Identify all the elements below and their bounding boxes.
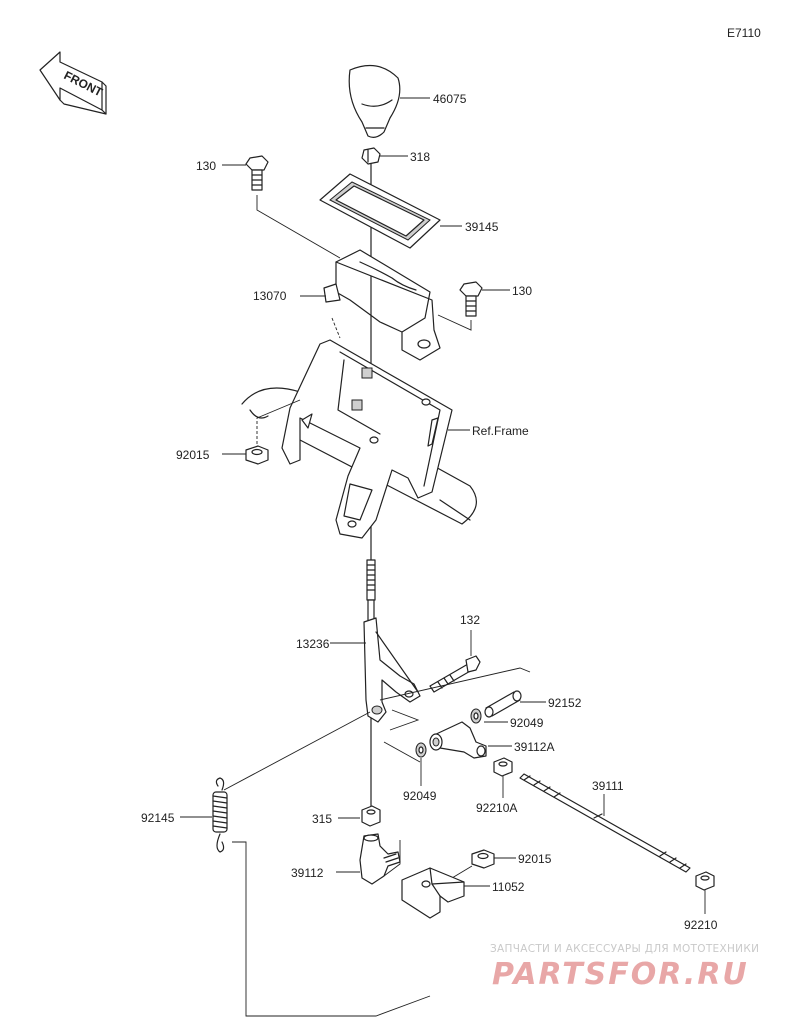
label-92152: 92152 (548, 696, 582, 710)
nut-92210A (493, 757, 513, 798)
label-39111: 39111 (592, 779, 624, 793)
mounting-bracket (281, 339, 470, 539)
rod-end-39112A (429, 721, 512, 759)
ball-joint-39112 (336, 833, 401, 885)
label-92049-right: 92049 (510, 716, 544, 730)
label-92145: 92145 (141, 811, 175, 825)
shift-lever (330, 617, 421, 723)
label-39112A: 39112A (514, 740, 554, 754)
diagram-code: E7110 (727, 26, 761, 40)
shift-console (300, 249, 441, 361)
shift-knob (348, 64, 430, 138)
label-13236: 13236 (296, 637, 330, 651)
label-130-left: 130 (196, 159, 216, 173)
collar-92152 (484, 690, 546, 718)
nut-315 (338, 805, 381, 827)
nut-92015-bottom (441, 849, 516, 885)
assembly-guide-lines (379, 667, 531, 763)
washer-92049-right (470, 708, 508, 724)
front-arrow-icon: FRONT (39, 51, 107, 115)
label-11052: 11052 (492, 880, 525, 894)
label-39145: 39145 (465, 220, 499, 234)
nut-318 (361, 147, 408, 165)
label-92210A: 92210A (476, 801, 517, 815)
label-315: 315 (312, 812, 332, 826)
label-92210: 92210 (684, 918, 718, 932)
bolt-130-right (437, 281, 510, 331)
shift-gate-cover (319, 173, 462, 249)
label-ref-frame: Ref.Frame (472, 424, 529, 438)
watermark-brand: PARTSFOR.RU (492, 957, 749, 992)
label-130-right: 130 (512, 284, 532, 298)
bracket-11052 (383, 840, 490, 919)
label-318: 318 (410, 150, 430, 164)
bolt-130-left (222, 155, 341, 259)
nut-92015-left (222, 399, 301, 465)
watermark-subtitle: ЗАПЧАСТИ И АКСЕССУАРЫ ДЛЯ МОТОТЕХНИКИ (490, 943, 759, 955)
label-92015-bottom: 92015 (518, 852, 552, 866)
label-13070: 13070 (253, 289, 287, 303)
tie-rod-39111 (519, 773, 691, 873)
bolt-132 (429, 630, 481, 693)
washer-92049-left (415, 742, 427, 786)
label-92049-left: 92049 (403, 789, 437, 803)
label-39112: 39112 (291, 866, 324, 880)
nut-92210 (695, 871, 715, 914)
spring-92145 (180, 711, 431, 1017)
label-132: 132 (460, 613, 480, 627)
label-46075: 46075 (433, 92, 467, 106)
label-92015-left: 92015 (176, 448, 210, 462)
